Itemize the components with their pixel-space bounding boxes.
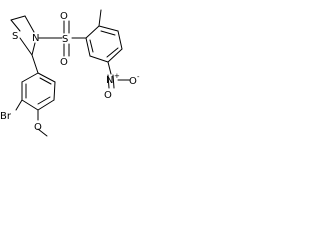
methoxy-oxygen-label: O: [34, 122, 42, 133]
thiazolidine-sulfur-label: S: [12, 31, 18, 42]
methyl-bond: [98, 9, 102, 27]
nitro-oxygen-top-a: [107, 74, 110, 89]
sulfonyl-oxygen-bottom-label: O: [60, 57, 68, 68]
bromine-label: Br: [0, 111, 12, 122]
nitro-attachment-bond: [107, 61, 112, 75]
chemical-structure-diagram: S N S O O N + O O - Br O: [0, 9, 140, 137]
nitro-oxygen-right-label: O: [129, 76, 137, 87]
nitro-nitrogen-charge-label: +: [114, 72, 120, 80]
atom-labels: S N S O O N + O O - Br O: [0, 11, 140, 133]
phenyl-bond-3: [37, 99, 55, 111]
ring-bond-c2-c3: [10, 15, 26, 21]
aryl-top-ring-bond-1: [85, 25, 100, 39]
aryl-top-ring-bond-3: [117, 30, 123, 50]
phenyl-double-2: [37, 96, 51, 105]
aryl-top-ring-double-1: [100, 30, 116, 36]
aryl-top-ring-double-3: [89, 39, 94, 53]
aryl-top-ring-double-2: [106, 47, 119, 58]
bond-bromine: [15, 99, 23, 111]
ring-bond-s1-c2: [10, 19, 21, 32]
aryl-top-ring-bond-6: [85, 37, 91, 57]
ring-bond-c3-n4: [24, 15, 35, 33]
nitro-oxygen-charge-label: -: [137, 73, 140, 81]
sulfonyl-oxygen-top-label: O: [60, 11, 68, 22]
thiazolidine-nitrogen-label: N: [32, 33, 39, 44]
nitro-oxygen-top-label: O: [104, 90, 112, 101]
bond-methoxy-methyl: [37, 128, 48, 137]
nitro-oxygen-top-b: [112, 74, 115, 89]
phenyl-bond-6: [21, 72, 39, 83]
nitro-nitrogen-label: N: [106, 75, 113, 86]
phenyl-double-1: [39, 77, 52, 85]
bond-thiazolidine-phenyl: [31, 54, 39, 74]
sulfonyl-sulfur-label: S: [62, 34, 68, 45]
aryl-top-ring-bond-2: [98, 25, 119, 32]
phenyl-bond-4: [21, 99, 39, 111]
ring-bond-s1-c5: [19, 37, 33, 56]
phenyl-bond-1: [37, 72, 56, 83]
phenyl-bond-2: [53, 81, 56, 101]
ring-bond-n4-c5: [31, 42, 36, 56]
bond-network: [10, 9, 131, 137]
aryl-top-ring-bond-4: [107, 48, 123, 63]
aryl-top-ring-bond-5: [89, 55, 109, 63]
